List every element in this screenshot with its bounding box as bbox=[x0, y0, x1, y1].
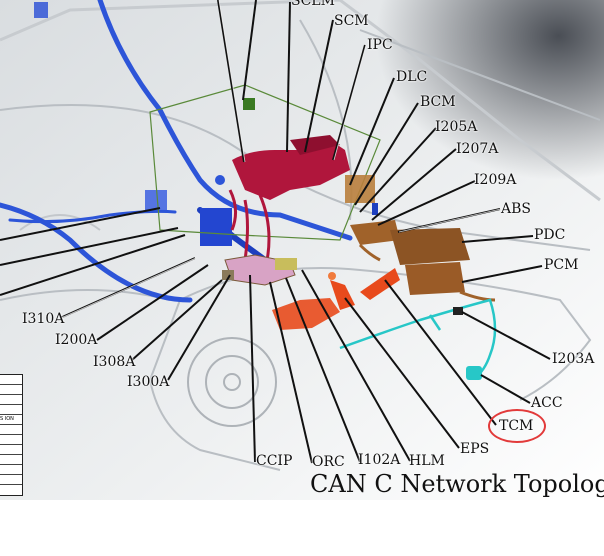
side-table-row bbox=[0, 475, 22, 485]
connector-top-left bbox=[34, 2, 48, 18]
label-i207a: I207A bbox=[456, 141, 499, 157]
side-table-row bbox=[0, 465, 22, 475]
module-acc bbox=[466, 366, 482, 380]
label-abs: ABS bbox=[501, 201, 531, 217]
side-table-row bbox=[0, 435, 22, 445]
module-green bbox=[243, 98, 255, 110]
callout-leaders bbox=[0, 0, 551, 464]
label-i310a: I310A bbox=[22, 311, 65, 327]
module-blue-center bbox=[200, 208, 232, 246]
label-i200a: I200A bbox=[55, 332, 98, 348]
connector-black-right bbox=[453, 307, 463, 315]
label-sclm: SCLM bbox=[291, 0, 335, 9]
tcm-highlight-circle bbox=[488, 409, 546, 443]
connector-blue-left bbox=[145, 190, 167, 210]
label-i203a: I203A bbox=[552, 351, 595, 367]
label-acc: ACC bbox=[531, 395, 563, 411]
callout-leader-shadows bbox=[60, 0, 502, 319]
front-wheel bbox=[187, 337, 277, 427]
label-pcm: PCM bbox=[544, 257, 579, 273]
side-table-row bbox=[0, 425, 22, 435]
label-pdc: PDC bbox=[534, 227, 566, 243]
side-table-fragment: S ION bbox=[0, 374, 23, 496]
label-bcm: BCM bbox=[420, 94, 456, 110]
label-i308a: I308A bbox=[93, 354, 136, 370]
side-table-row bbox=[0, 455, 22, 465]
side-table-row bbox=[0, 395, 22, 405]
rear-wheel-hint bbox=[19, 214, 101, 231]
label-eps: EPS bbox=[460, 441, 490, 457]
central-connector-block bbox=[222, 254, 297, 286]
label-i205a: I205A bbox=[435, 119, 478, 135]
diagram-title: CAN C Network Topology bbox=[310, 470, 604, 498]
side-table-row bbox=[0, 405, 22, 415]
side-table-row bbox=[0, 445, 22, 455]
side-table-row: S ION bbox=[0, 415, 22, 425]
side-table-row bbox=[0, 385, 22, 395]
label-i209a: I209A bbox=[474, 172, 517, 188]
label-ipc: IPC bbox=[367, 37, 393, 53]
side-table-row bbox=[0, 375, 22, 385]
powertrain-modules bbox=[345, 175, 496, 302]
connector-blue-round bbox=[215, 175, 225, 185]
label-orc: ORC bbox=[312, 454, 345, 470]
label-ccip: CCIP bbox=[256, 453, 293, 469]
adas-harness bbox=[339, 298, 497, 379]
label-dlc: DLC bbox=[396, 69, 428, 85]
label-i102a: I102A bbox=[358, 452, 401, 468]
label-scm: SCM bbox=[334, 13, 369, 29]
label-i300a: I300A bbox=[127, 374, 170, 390]
label-hlm: HLM bbox=[409, 453, 445, 469]
